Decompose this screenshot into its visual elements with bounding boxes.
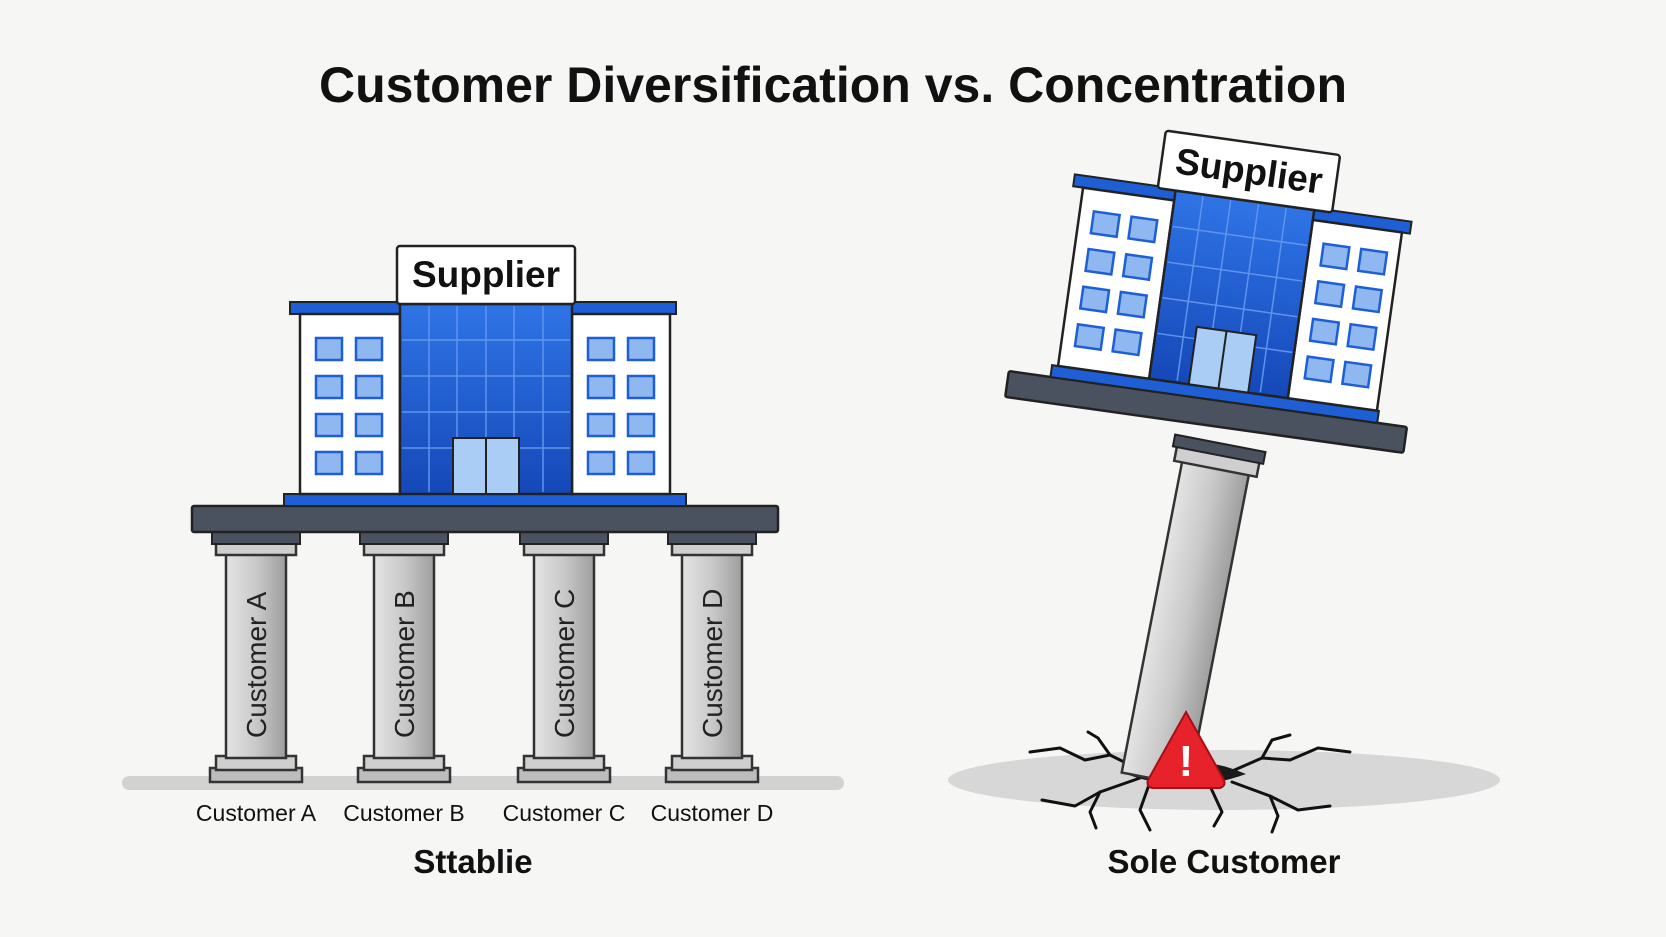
pillar-d	[664, 531, 760, 784]
supplier-sign-right	[1156, 129, 1341, 214]
concentrated-structure: Supplier !	[948, 129, 1500, 834]
pillar-a	[208, 531, 304, 784]
customer-label-b: Customer B	[343, 800, 465, 826]
customer-label-d: Customer D	[650, 800, 774, 826]
supplier-building-right: Supplier	[1004, 129, 1413, 454]
pillar-c	[516, 531, 612, 784]
supplier-sign-left	[395, 244, 577, 306]
warning-mark: !	[1179, 737, 1194, 786]
customer-label-a: Customer A	[195, 800, 317, 826]
warning-icon: !	[1146, 709, 1226, 789]
pillar-c-text: Customer C	[549, 589, 580, 738]
supplier-sign-left-text: Supplier	[412, 254, 560, 295]
pillar-a-text: Customer A	[241, 591, 272, 738]
pillar-b-text: Customer B	[389, 590, 420, 738]
customer-label-c: Customer C	[502, 800, 626, 826]
page-title: Customer Diversification vs. Concentrati…	[318, 57, 1347, 113]
caption-stable: Sttablie	[413, 843, 533, 880]
ground-cracks	[1028, 730, 1352, 834]
stable-structure: Customer A Customer B Customer C Custome…	[122, 244, 844, 790]
tilted-pillar	[1120, 433, 1267, 787]
supplier-building-left: Supplier	[289, 244, 677, 496]
pillar-d-text: Customer D	[697, 589, 728, 738]
caption-sole-customer: Sole Customer	[1107, 843, 1341, 880]
pillar-b	[356, 531, 452, 784]
platform-slab-left	[190, 504, 780, 534]
